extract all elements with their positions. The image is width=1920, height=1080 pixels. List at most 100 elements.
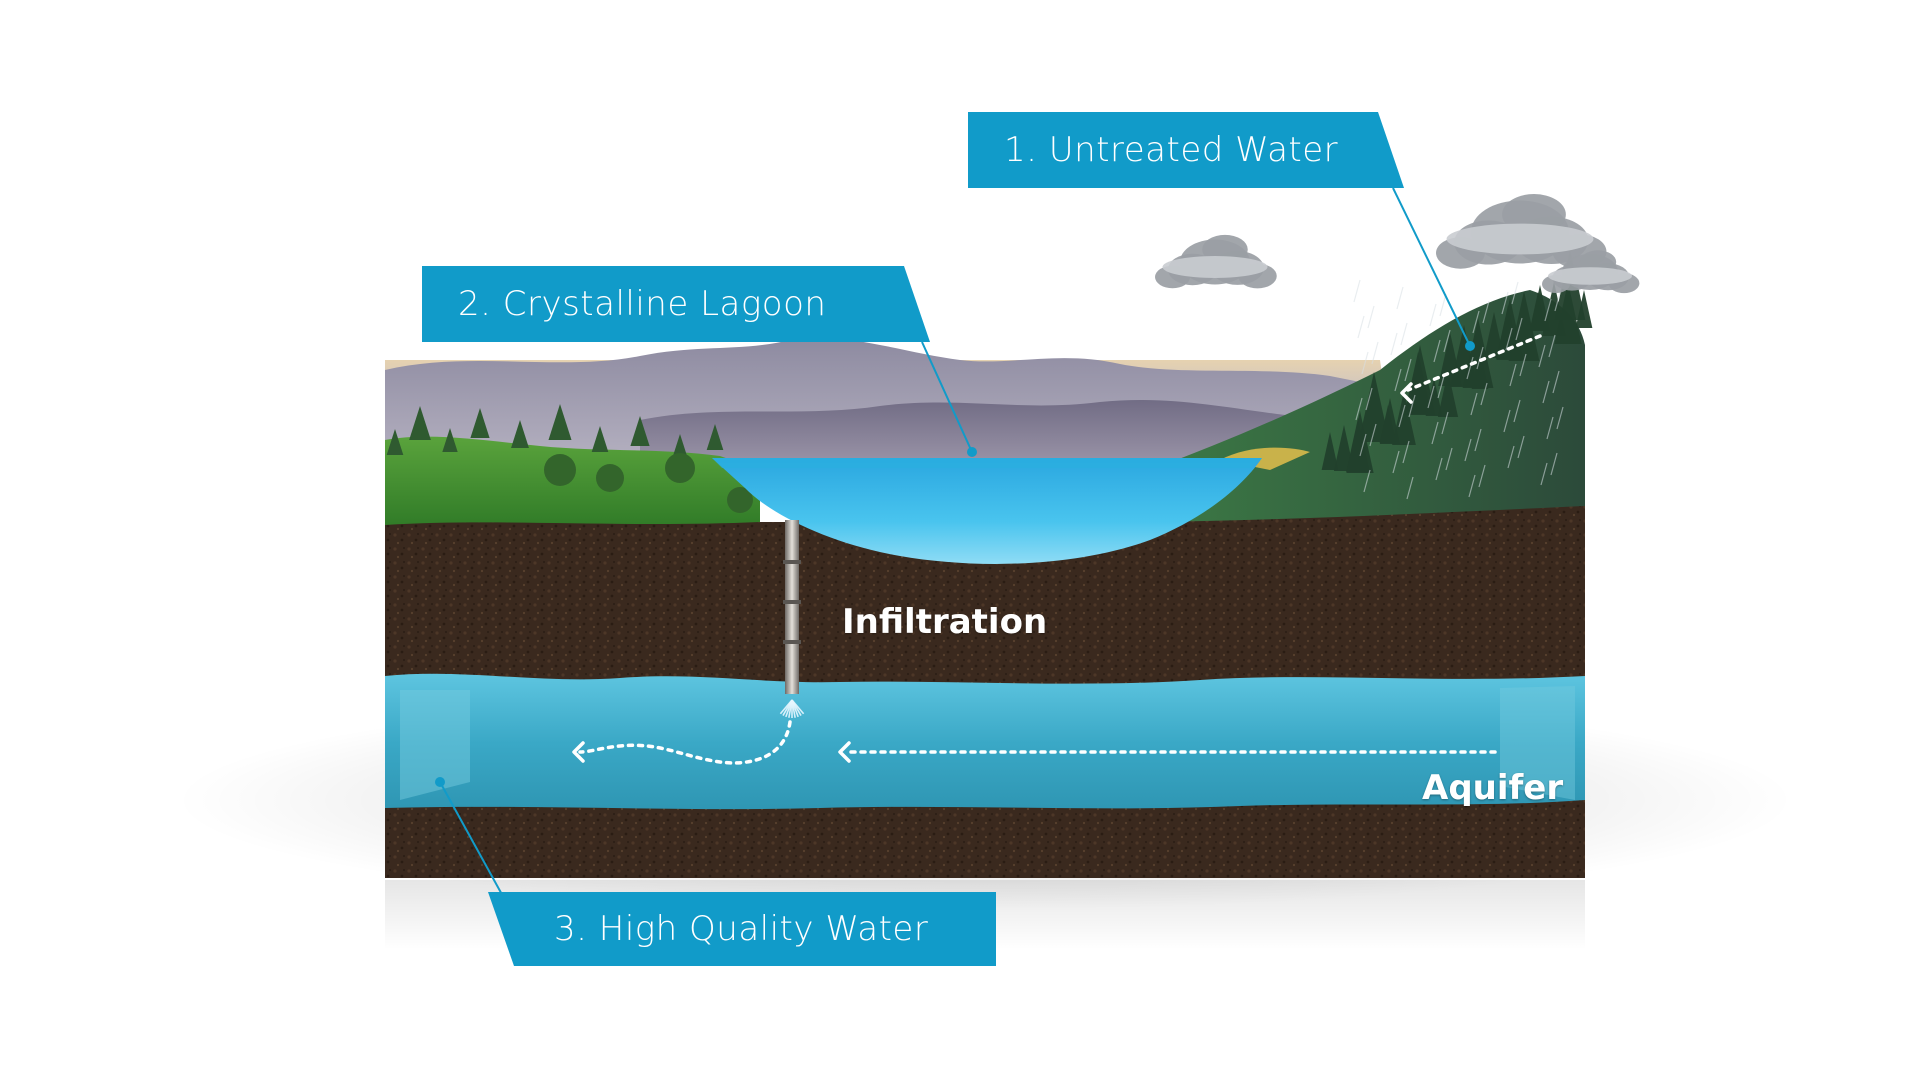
rain-streak	[1548, 334, 1556, 358]
tree	[442, 428, 458, 452]
rain-streak	[1468, 474, 1476, 498]
rain-streak	[1464, 438, 1472, 462]
aquifer-label: Aquifer	[1422, 768, 1564, 808]
rain-streak	[1480, 382, 1488, 406]
leader-high-quality-water	[439, 781, 506, 901]
tree	[672, 434, 688, 456]
leader-crystalline-lagoon-dot	[967, 447, 977, 457]
rain-streak	[1429, 303, 1437, 327]
rain-streak	[1474, 428, 1482, 452]
outflow-arrow	[578, 720, 792, 765]
rain-streak	[1511, 281, 1519, 305]
rain-streak	[1439, 293, 1447, 317]
rain-streak	[1406, 476, 1414, 500]
tree	[727, 487, 753, 513]
tree	[1471, 351, 1489, 389]
pipe-joint	[783, 600, 801, 604]
rain-streak	[1544, 298, 1552, 322]
rain-streak	[1392, 450, 1400, 474]
leader-high-quality-water-dot	[435, 777, 445, 787]
leader-crystalline-lagoon	[921, 341, 973, 453]
rain-streak	[1538, 344, 1546, 368]
rain-streak	[1390, 332, 1398, 356]
rain-streak	[1408, 394, 1416, 418]
rain-streak	[1433, 339, 1441, 363]
rain-streak	[1507, 445, 1515, 469]
rain-streak	[1369, 423, 1377, 447]
leader-untreated-water-dot	[1465, 341, 1475, 351]
rain-streak	[1353, 279, 1361, 303]
rain-streak	[1515, 317, 1523, 341]
rain-streak	[1517, 435, 1525, 459]
rain-streak	[1503, 409, 1511, 433]
rain-streak	[1556, 406, 1564, 430]
rain-streak	[1466, 356, 1474, 380]
tree	[591, 426, 609, 452]
callout-crystalline-lagoon: 2. Crystalline Lagoon	[422, 266, 930, 342]
rain-streak	[1476, 346, 1484, 370]
rain-streak	[1402, 440, 1410, 464]
tree	[665, 453, 695, 483]
rain-streak	[1513, 399, 1521, 423]
rain-streak	[1394, 368, 1402, 392]
rain-streak	[1363, 469, 1371, 493]
rain-streak	[1396, 286, 1404, 310]
callout-untreated-text: 1. Untreated Water	[1004, 130, 1339, 170]
callout-untreated-water: 1. Untreated Water	[968, 112, 1404, 188]
bedrock-soil-layer	[385, 800, 1585, 878]
callout-quality-text: 3. High Quality Water	[554, 909, 929, 949]
rain-flow-arrow	[1406, 334, 1542, 392]
left-meadow	[385, 436, 760, 530]
rain-streak	[1361, 351, 1369, 375]
rain-streak	[1398, 404, 1406, 428]
infiltration-pipe	[785, 520, 799, 694]
aquifer-flow-arrowhead	[838, 741, 851, 763]
rain-cloud	[1162, 256, 1268, 278]
rain-streak	[1404, 358, 1412, 382]
tree	[544, 454, 576, 486]
rain-streak	[1355, 397, 1363, 421]
topsoil-layer	[385, 506, 1585, 692]
rain-streak	[1540, 462, 1548, 486]
tree	[1462, 318, 1494, 388]
rain-streak	[1482, 300, 1490, 324]
callout-lagoon-text: 2. Crystalline Lagoon	[458, 284, 827, 324]
tree	[548, 404, 572, 440]
tree	[1358, 372, 1390, 442]
tree	[1437, 371, 1459, 417]
rain-streak	[1431, 421, 1439, 445]
tree	[706, 424, 724, 450]
rain-streak	[1552, 370, 1560, 394]
rain-streak	[1371, 341, 1379, 365]
callout-high-quality-water: 3. High Quality Water	[488, 892, 996, 966]
rain-streak	[1546, 416, 1554, 440]
rain-streak	[1443, 329, 1451, 353]
tree	[596, 464, 624, 492]
tree	[630, 416, 650, 446]
aquifer-side-wall	[400, 690, 470, 800]
near-mountains	[640, 399, 1330, 470]
tree	[1425, 378, 1443, 416]
rain-streak	[1441, 411, 1449, 435]
rain-streak	[1445, 447, 1453, 471]
pipe-joint	[783, 640, 801, 644]
crystalline-lagoon	[712, 458, 1262, 564]
rain-streak	[1542, 380, 1550, 404]
lagoon-surface	[712, 458, 1262, 468]
tree	[1321, 432, 1339, 470]
tree	[409, 406, 431, 440]
rain-streak	[1359, 433, 1367, 457]
rain-streak	[1554, 288, 1562, 312]
rain-streak	[1365, 387, 1373, 411]
rain-flow-arrowhead	[1400, 382, 1413, 404]
infiltration-label: Infiltration	[842, 602, 1048, 642]
rain-cloud	[1548, 267, 1632, 285]
rain-streak	[1357, 315, 1365, 339]
tree	[1575, 290, 1593, 328]
tree	[386, 429, 404, 455]
rain-streak	[1367, 305, 1375, 329]
pipe-joint	[783, 560, 801, 564]
rain-cloud	[1446, 223, 1594, 255]
tree	[1404, 345, 1436, 415]
